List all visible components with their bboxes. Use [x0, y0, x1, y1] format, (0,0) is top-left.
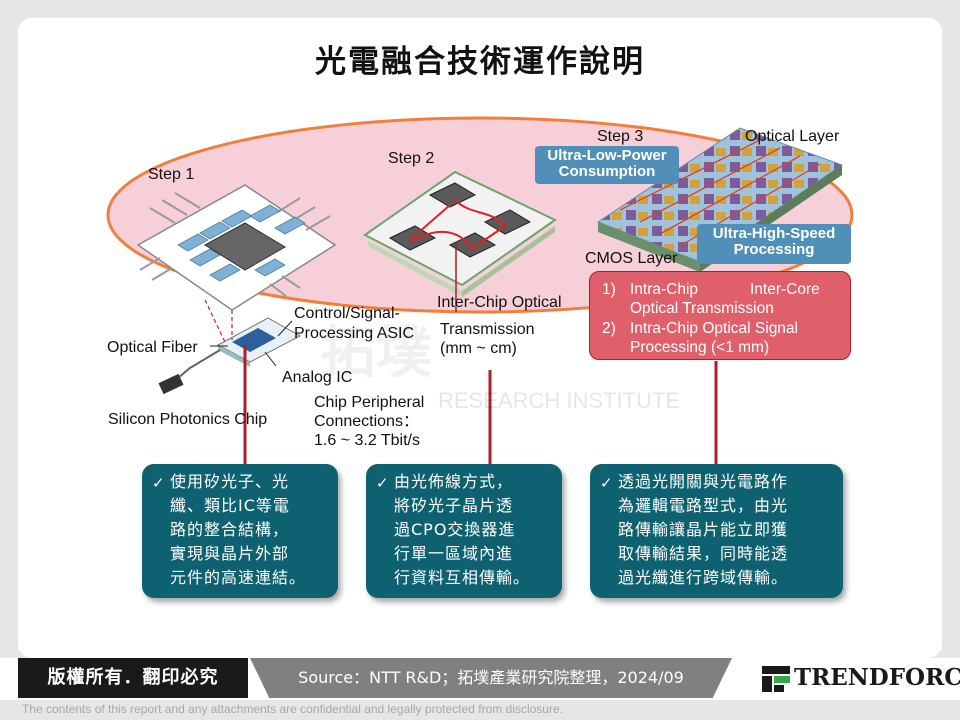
transmission-line1: Transmission — [440, 321, 535, 338]
item2-text-a: Intra-Chip Optical Signal — [630, 320, 798, 337]
step1-chip — [136, 184, 337, 311]
control-asic-label: Control/Signal- Processing ASIC — [294, 304, 414, 344]
control-asic-line1: Control/Signal- — [294, 305, 400, 322]
check-icon: ✓ — [152, 474, 165, 492]
analog-ic-label: Analog IC — [282, 369, 353, 386]
ultra-low-power-line2: Consumption — [558, 163, 656, 180]
ultra-high-speed-line1: Ultra-High-Speed — [712, 225, 836, 242]
card-step3: ✓ 透過光開關與光電路作 為邏輯電路型式，由光 路傳輸讓晶片能立即獲 取傳輸結果… — [590, 464, 843, 598]
card-step3-text: 透過光開關與光電路作 為邏輯電路型式，由光 路傳輸讓晶片能立即獲 取傳輸結果，同… — [618, 472, 789, 587]
step2-label: Step 2 — [388, 150, 435, 167]
step1-label: Step 1 — [148, 166, 195, 183]
ultra-low-power-line1: Ultra-Low-Power — [547, 147, 667, 164]
card-step1-text: 使用矽光子、光 纖、類比IC等電 路的整合結構， 實現與晶片外部 元件的高速連結… — [170, 472, 307, 587]
silicon-photonics-label: Silicon Photonics Chip — [108, 411, 268, 428]
watermark-text: RESEARCH INSTITUTE — [438, 388, 681, 413]
optical-layer-label: Optical Layer — [745, 128, 840, 145]
copyright-notice: 版權所有．翻印必究 — [18, 658, 248, 698]
page-title: 光電融合技術運作說明 — [315, 44, 645, 80]
item1-text-c: Optical Transmission — [630, 300, 774, 317]
chip-peripheral-line3: 1.6 ~ 3.2 Tbit/s — [314, 432, 420, 449]
chip-peripheral-line2: Connections： — [314, 413, 419, 430]
silicon-photonics-chip — [158, 317, 302, 395]
item1-text-b: Inter-Core — [750, 281, 820, 298]
transmission-label: Transmission (mm ~ cm) — [440, 320, 535, 358]
step2-board — [363, 170, 557, 297]
trendforce-logo-icon — [762, 666, 790, 692]
check-icon: ✓ — [600, 474, 613, 492]
card-step2: ✓ 由光佈線方式， 將矽光子晶片透 過CPO交換器進 行單一區域內進 行資料互相… — [366, 464, 562, 598]
confidentiality-disclaimer: The contents of this report and any atta… — [22, 702, 563, 716]
transmission-line2: (mm ~ cm) — [440, 340, 517, 357]
ultra-high-speed-line2: Processing — [733, 241, 815, 258]
ultra-high-speed-badge: Ultra-High-Speed Processing — [697, 224, 851, 264]
optical-fiber-label: Optical Fiber — [107, 339, 198, 356]
chip-peripheral-label: Chip Peripheral Connections： 1.6 ~ 3.2 T… — [314, 393, 424, 450]
watermark-logo: 拓墣 — [320, 321, 432, 386]
cmos-layer-label: CMOS Layer — [585, 250, 678, 267]
chip-peripheral-line1: Chip Peripheral — [314, 394, 425, 411]
card-step2-text: 由光佈線方式， 將矽光子晶片透 過CPO交換器進 行單一區域內進 行資料互相傳輸… — [394, 472, 531, 587]
trendforce-logo: TRENDFORCE — [794, 664, 960, 691]
intra-chip-info-box — [589, 271, 851, 360]
item2-number: 2) — [602, 320, 616, 337]
source-citation: Source：NTT R&D；拓墣產業研究院整理，2024/09 — [250, 658, 732, 698]
item1-text-a: Intra-Chip — [630, 281, 699, 298]
control-asic-line2: Processing ASIC — [294, 325, 415, 342]
step3-label: Step 3 — [597, 128, 644, 145]
item1-number: 1) — [602, 281, 616, 298]
check-icon: ✓ — [376, 474, 389, 492]
ultra-low-power-badge: Ultra-Low-Power Consumption — [535, 146, 679, 184]
item2-text-b: Processing (<1 mm) — [630, 339, 770, 356]
card-step1: ✓ 使用矽光子、光 纖、類比IC等電 路的整合結構， 實現與晶片外部 元件的高速… — [142, 464, 338, 598]
inter-chip-label: Inter-Chip Optical — [437, 294, 562, 311]
